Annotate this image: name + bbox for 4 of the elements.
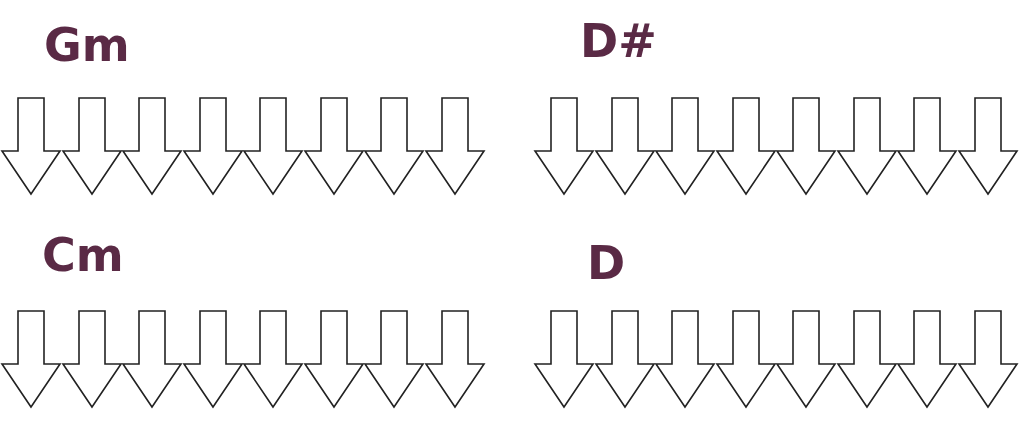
- chord-name: Cm: [42, 232, 124, 278]
- chord-name: Gm: [44, 22, 130, 68]
- chord-name: D#: [580, 18, 657, 64]
- chord-name: D: [587, 240, 626, 286]
